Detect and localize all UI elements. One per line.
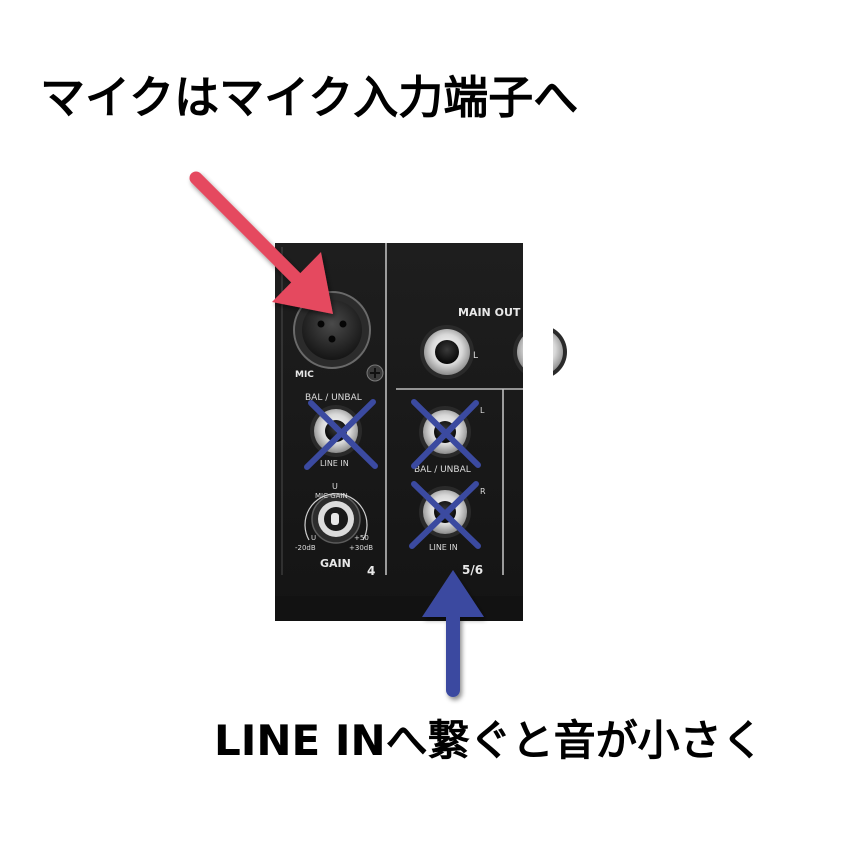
main-out-left-label: L — [473, 351, 478, 361]
blue-arrow-icon — [422, 570, 484, 697]
bottom-caption: LINE INへ繋ぐと音が小さく — [214, 716, 764, 765]
bal-unbal-label: BAL / UNBAL — [305, 393, 362, 403]
cross-mark-icon — [411, 399, 481, 469]
red-arrow-icon — [189, 171, 333, 314]
bal-unbal-label-56: BAL / UNBAL — [414, 465, 471, 475]
main-out-left-jack[interactable] — [420, 325, 474, 379]
gain-u-top: U — [332, 482, 338, 491]
top-caption: マイクはマイク入力端子へ — [40, 71, 579, 124]
cross-mark-icon — [409, 481, 481, 549]
mic-gain-label: MIC GAIN — [315, 492, 348, 500]
left-label-56: L — [480, 406, 485, 415]
gain-label: GAIN — [320, 557, 351, 570]
main-out-label: MAIN OUT — [458, 306, 521, 319]
gain-plus50: +50 — [354, 534, 369, 542]
right-label-56: R — [480, 487, 486, 496]
line-in-label: LINE IN — [320, 459, 349, 468]
gain-u-left: U — [311, 534, 316, 542]
channel-4-label: 4 — [367, 564, 375, 578]
gain-knob[interactable] — [304, 493, 368, 544]
main-out-section: MAIN OUT L — [420, 300, 567, 390]
mic-label: MIC — [295, 370, 314, 380]
line-in-label-56: LINE IN — [429, 543, 458, 552]
mic-xlr-jack[interactable] — [293, 291, 371, 369]
gain-min: -20dB — [295, 544, 316, 552]
gain-max: +30dB — [349, 544, 373, 552]
channel-56-label: 5/6 — [462, 563, 483, 577]
screw-icon — [366, 364, 384, 382]
cross-mark-icon — [304, 399, 378, 470]
